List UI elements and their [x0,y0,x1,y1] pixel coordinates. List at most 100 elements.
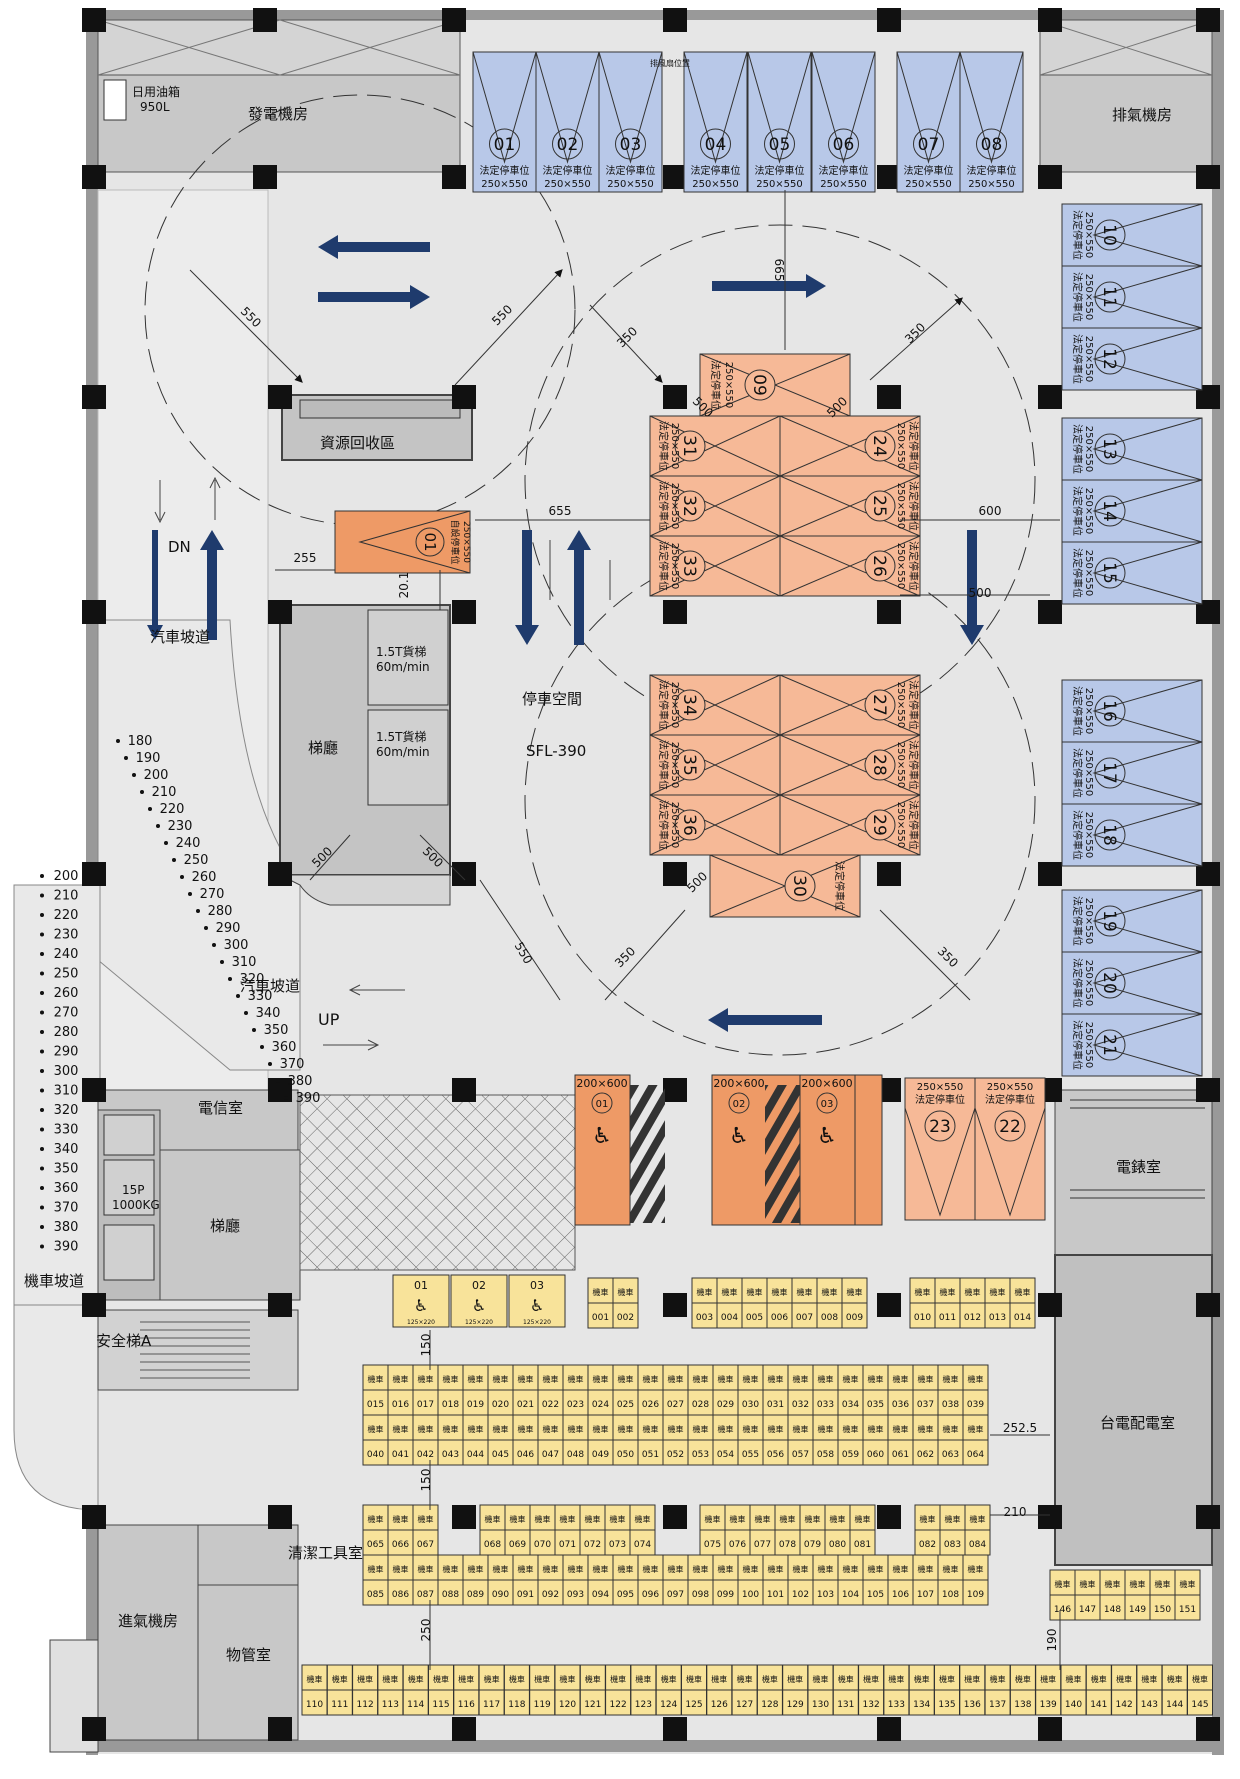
column [82,8,106,32]
column [877,385,901,409]
moto-number: 033 [817,1400,834,1410]
moto-number: 101 [767,1590,784,1600]
moto-label: 機車 [368,1564,384,1574]
moto-label: 機車 [918,1564,934,1574]
stall-number: 03 [620,135,642,155]
moto-label: 機車 [718,1564,734,1574]
oil-tank [103,79,127,121]
stall-number: 32 [679,495,699,517]
moto-number: 093 [567,1590,584,1600]
moto-number: 150 [1154,1605,1171,1615]
stall-number: 01 [421,532,439,551]
stall-number: 22 [999,1117,1021,1137]
moto-label: 機車 [493,1374,509,1384]
moto-number: 109 [967,1590,984,1600]
moto-label: 機車 [711,1674,727,1684]
moto-number: 044 [467,1450,484,1460]
moto-label: 機車 [893,1374,909,1384]
moto-number: 121 [584,1700,601,1710]
moto-label: 機車 [868,1374,884,1384]
moto-accessible-01: 01♿125×220 [392,1274,450,1328]
moto-label: 機車 [693,1424,709,1434]
moto-number: 02 [472,1279,486,1292]
moto-label: 機車 [970,1514,986,1524]
moto-label: 機車 [940,1287,956,1297]
moto-label: 機車 [568,1374,584,1384]
moto-label: 機車 [818,1424,834,1434]
column [82,1293,106,1317]
moto-number: 050 [617,1450,634,1460]
column [1196,1717,1220,1741]
lobby-lower [159,1149,301,1301]
freight-elevator-2 [367,709,449,806]
stall-label: 法定停車位 [907,740,920,790]
stall-number: 01 [596,1099,609,1110]
ramp-level-b: 350 [54,1162,79,1177]
moto-label: 機車 [918,1374,934,1384]
moto-number: 014 [1014,1313,1031,1323]
moto-label: 機車 [697,1287,713,1297]
moto-number: 043 [442,1450,459,1460]
wheelchair-icon: ♿ [817,1124,837,1149]
column [877,1717,901,1741]
stall-label: 法定停車位 [1071,272,1084,322]
stall-number: 17 [1099,762,1119,784]
column [452,385,476,409]
stall-label: 法定停車位 [657,740,670,790]
column [82,385,106,409]
moto-label: 機車 [593,1424,609,1434]
moto-number: 031 [767,1400,784,1410]
stall-number: 08 [981,135,1003,155]
moto-number: 067 [417,1540,434,1550]
moto-number: 133 [888,1700,905,1710]
stall-label: 法定停車位 [915,1093,965,1106]
dimension-label: 255 [294,551,317,565]
moto-number: 054 [717,1450,734,1460]
moto-label: 機車 [610,1674,626,1684]
column [1038,862,1062,886]
column [268,862,292,886]
moto-label: 機車 [737,1674,753,1684]
stall-size: 250×550 [1083,688,1094,735]
stall-number: 30 [789,875,809,897]
moto-number: 005 [746,1313,763,1323]
stall-label: 法定停車位 [1071,548,1084,598]
moto-label: 機車 [863,1674,879,1684]
moto-label: 機車 [693,1564,709,1574]
moto-label: 機車 [893,1424,909,1434]
stall-label: 法定停車位 [1071,748,1084,798]
moto-number: 001 [592,1313,609,1323]
stall-size: 250×550 [669,483,680,530]
moto-label: 機車 [968,1424,984,1434]
moto-label: 機車 [743,1564,759,1574]
moto-label: 機車 [560,1514,576,1524]
moto-label: 機車 [1015,1674,1031,1684]
moto-label: 機車 [915,1287,931,1297]
moto-label: 機車 [433,1674,449,1684]
